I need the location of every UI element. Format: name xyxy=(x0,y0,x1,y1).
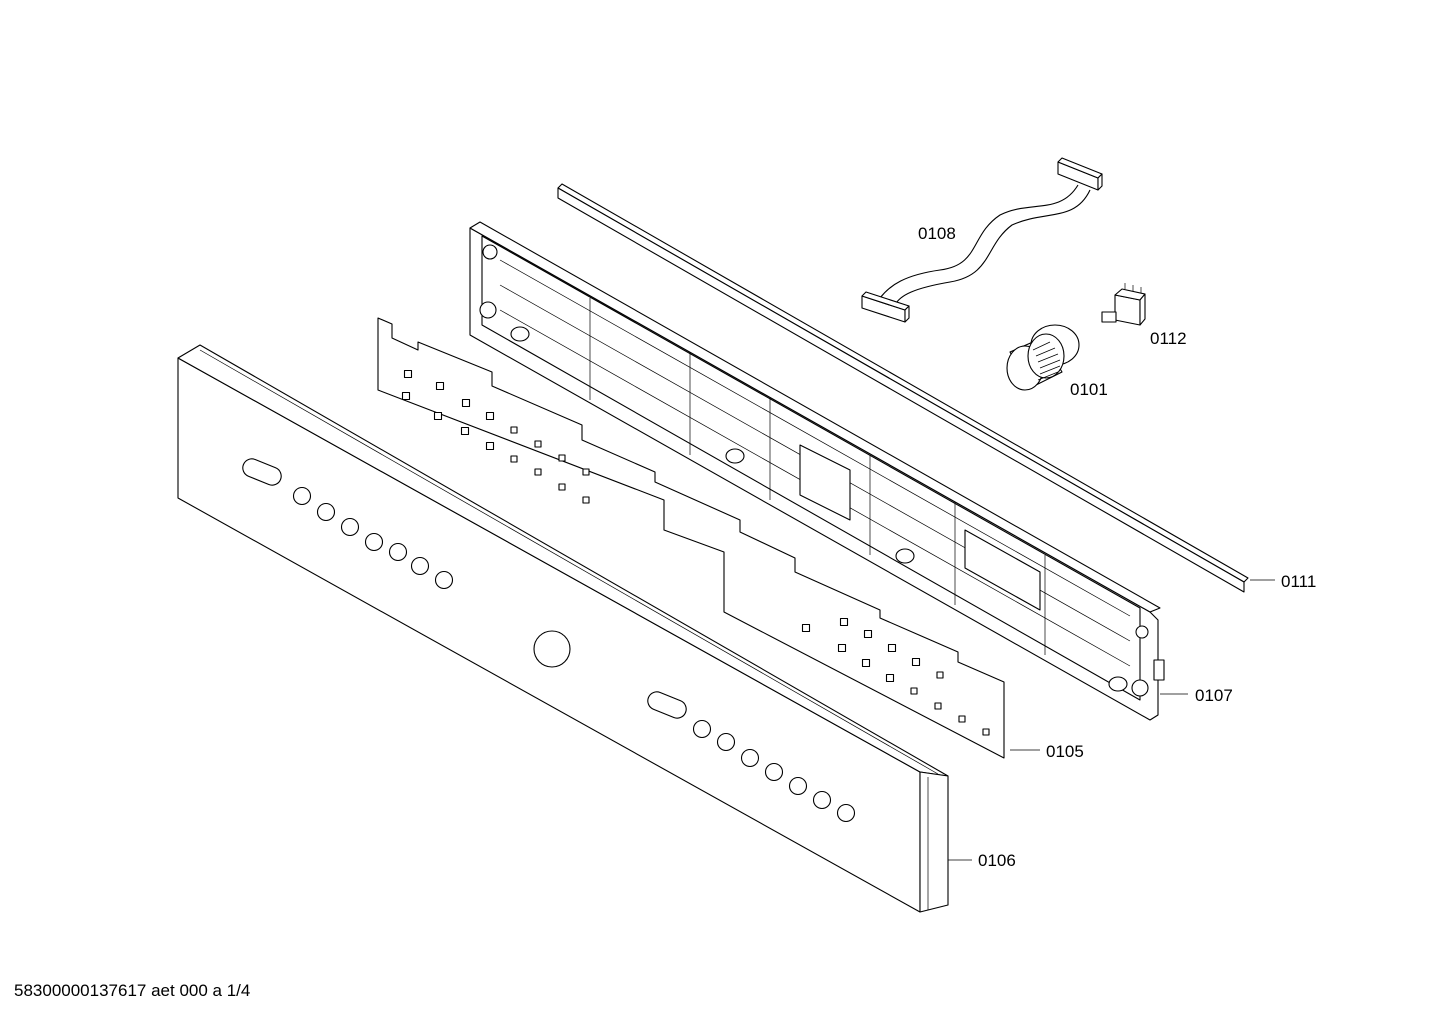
board-button-shape xyxy=(982,728,990,736)
fascia-button-shape xyxy=(812,790,832,810)
callout-0111: 0111 xyxy=(1281,572,1317,591)
board-button-shape xyxy=(510,426,518,434)
board-button-shape xyxy=(934,702,942,710)
fascia-button-shape xyxy=(434,570,454,590)
fascia-button-shape xyxy=(788,776,808,796)
fascia-buttons xyxy=(292,486,856,823)
board-button-shape xyxy=(910,687,918,695)
board-button-shape xyxy=(861,658,871,668)
rotary-encoder-part xyxy=(1101,283,1146,326)
board-button-shape xyxy=(801,623,811,633)
circuit-board-part xyxy=(377,317,1005,759)
board-button-shape xyxy=(911,657,921,667)
callout-0101: 0101 xyxy=(1070,380,1108,399)
board-buttons xyxy=(401,369,990,736)
board-button-shape xyxy=(433,411,443,421)
fascia-button-shape xyxy=(292,486,312,506)
board-button-shape xyxy=(510,455,518,463)
board-button-shape xyxy=(403,369,413,379)
board-button-shape xyxy=(885,673,895,683)
board-button-shape xyxy=(582,496,590,504)
fascia-button-shape xyxy=(316,502,336,522)
fascia-button-shape xyxy=(410,556,430,576)
fascia-button-shape xyxy=(340,517,360,537)
front-fascia-part xyxy=(177,344,949,913)
board-button-shape xyxy=(485,411,495,421)
leader-lines xyxy=(948,579,1275,861)
board-button-shape xyxy=(534,440,542,448)
board-button-shape xyxy=(558,483,566,491)
board-button-shape xyxy=(837,643,847,653)
fascia-button-shape xyxy=(764,762,784,782)
fascia-button-shape xyxy=(716,732,736,752)
board-button-shape xyxy=(936,671,944,679)
strip-part xyxy=(557,183,1249,593)
panel-frame-part xyxy=(469,221,1165,721)
board-button-shape xyxy=(435,381,445,391)
board-button-shape xyxy=(958,715,966,723)
callout-0107: 0107 xyxy=(1195,686,1233,705)
callout-0108: 0108 xyxy=(918,224,956,243)
drawing-number: 58300000137617 aet 000 a 1/4 xyxy=(14,981,251,1000)
board-button-shape xyxy=(863,629,873,639)
fascia-button-shape xyxy=(836,803,856,823)
callout-0112: 0112 xyxy=(1150,329,1187,348)
callout-0105: 0105 xyxy=(1046,742,1084,761)
fascia-button-shape xyxy=(740,748,760,768)
fascia-button-shape xyxy=(692,719,712,739)
ribbon-cable-part xyxy=(861,157,1103,323)
control-knob-part xyxy=(1006,324,1080,391)
board-button-shape xyxy=(887,643,897,653)
board-button-shape xyxy=(460,426,470,436)
board-button-shape xyxy=(582,468,590,476)
board-button-shape xyxy=(534,468,542,476)
board-button-shape xyxy=(401,391,411,401)
board-button-shape xyxy=(461,398,471,408)
board-button-shape xyxy=(839,617,849,627)
board-button-shape xyxy=(485,441,495,451)
fascia-button-shape xyxy=(388,542,408,562)
fascia-button-shape xyxy=(364,532,384,552)
board-button-shape xyxy=(558,454,566,462)
callout-0106: 0106 xyxy=(978,851,1016,870)
